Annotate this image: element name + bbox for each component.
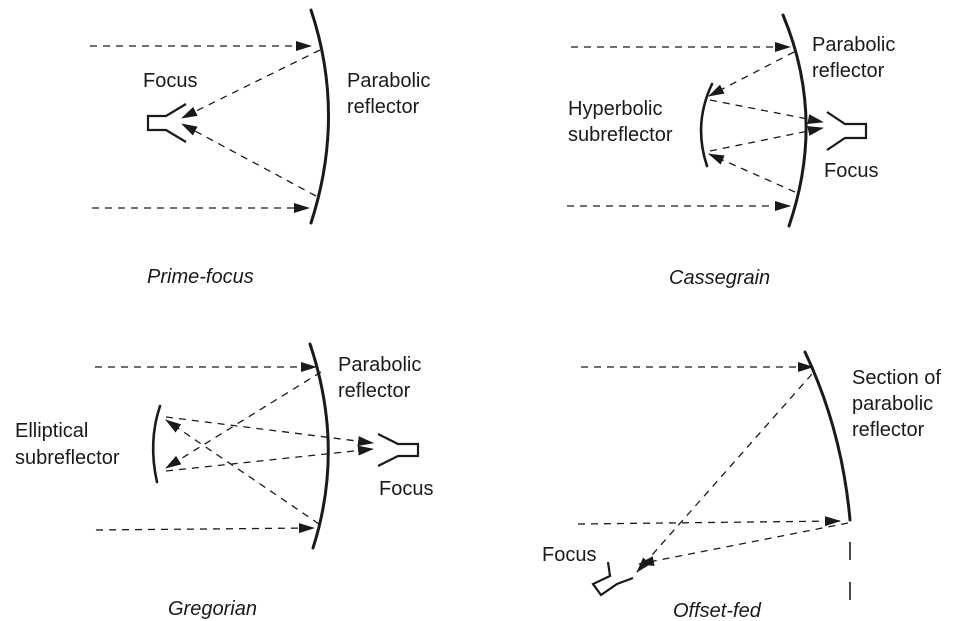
panel-prime-focus: Focus Parabolic reflector Prime-focus	[90, 8, 430, 288]
focus-label: Focus	[542, 544, 596, 566]
reflected-ray-bottom	[165, 419, 320, 525]
parabolic-reflector	[308, 342, 330, 550]
reflector-label-line-2: reflector	[812, 60, 885, 82]
focus-label: Focus	[824, 160, 878, 182]
panel-offset-fed: Section of parabolic reflector Focus Off…	[542, 350, 941, 621]
reflector-label-line-3: reflector	[852, 419, 925, 441]
parabolic-reflector	[309, 8, 330, 225]
elliptical-subreflector	[151, 404, 162, 484]
subreflector-label-line-2: subreflector	[15, 447, 120, 469]
reflected-ray-bottom	[638, 522, 849, 567]
parabolic-reflector-section	[803, 350, 852, 522]
reflector-label-line-1: Parabolic	[347, 70, 430, 92]
subreflected-ray-top	[165, 416, 374, 447]
parabolic-reflector	[781, 13, 808, 228]
feed-horn-icon	[826, 111, 868, 151]
subreflector-label-line-2: subreflector	[568, 124, 673, 146]
panel-caption: Cassegrain	[669, 267, 770, 289]
feed-horn-icon	[591, 561, 634, 597]
incoming-ray-bottom	[577, 516, 841, 527]
reflected-ray-bottom	[708, 153, 796, 193]
subreflector-label-line-1: Hyperbolic	[568, 98, 662, 120]
panel-caption: Gregorian	[168, 598, 257, 620]
reflected-ray-top	[165, 371, 322, 469]
reflected-ray-top	[181, 49, 321, 119]
hyperbolic-subreflector	[699, 82, 714, 168]
panel-cassegrain: Parabolic reflector Hyperbolic subreflec…	[567, 13, 895, 289]
panel-caption: Offset-fed	[673, 600, 762, 621]
focus-label: Focus	[379, 478, 433, 500]
reflector-label-line-2: reflector	[338, 380, 411, 402]
subreflected-ray-top	[709, 99, 824, 125]
reflector-label-line-1: Parabolic	[338, 354, 421, 376]
reflector-label-line-1: Parabolic	[812, 34, 895, 56]
feed-horn-icon	[377, 433, 420, 467]
reflected-ray-top	[708, 51, 795, 97]
panel-caption: Prime-focus	[147, 266, 254, 288]
reflected-ray-top	[636, 373, 813, 573]
reflector-label-line-2: parabolic	[852, 393, 933, 415]
subreflector-label-line-1: Elliptical	[15, 420, 88, 442]
incoming-ray-bottom	[95, 523, 315, 534]
panel-gregorian: Parabolic reflector Elliptical subreflec…	[15, 342, 433, 620]
subreflected-ray-bottom	[709, 126, 824, 152]
reflector-label-line-1: Section of	[852, 367, 941, 389]
reflector-label-line-2: reflector	[347, 96, 420, 118]
reflected-ray-bottom	[181, 123, 317, 197]
feed-horn-icon	[146, 103, 187, 143]
focus-label: Focus	[143, 70, 197, 92]
subreflected-ray-bottom	[165, 445, 374, 472]
